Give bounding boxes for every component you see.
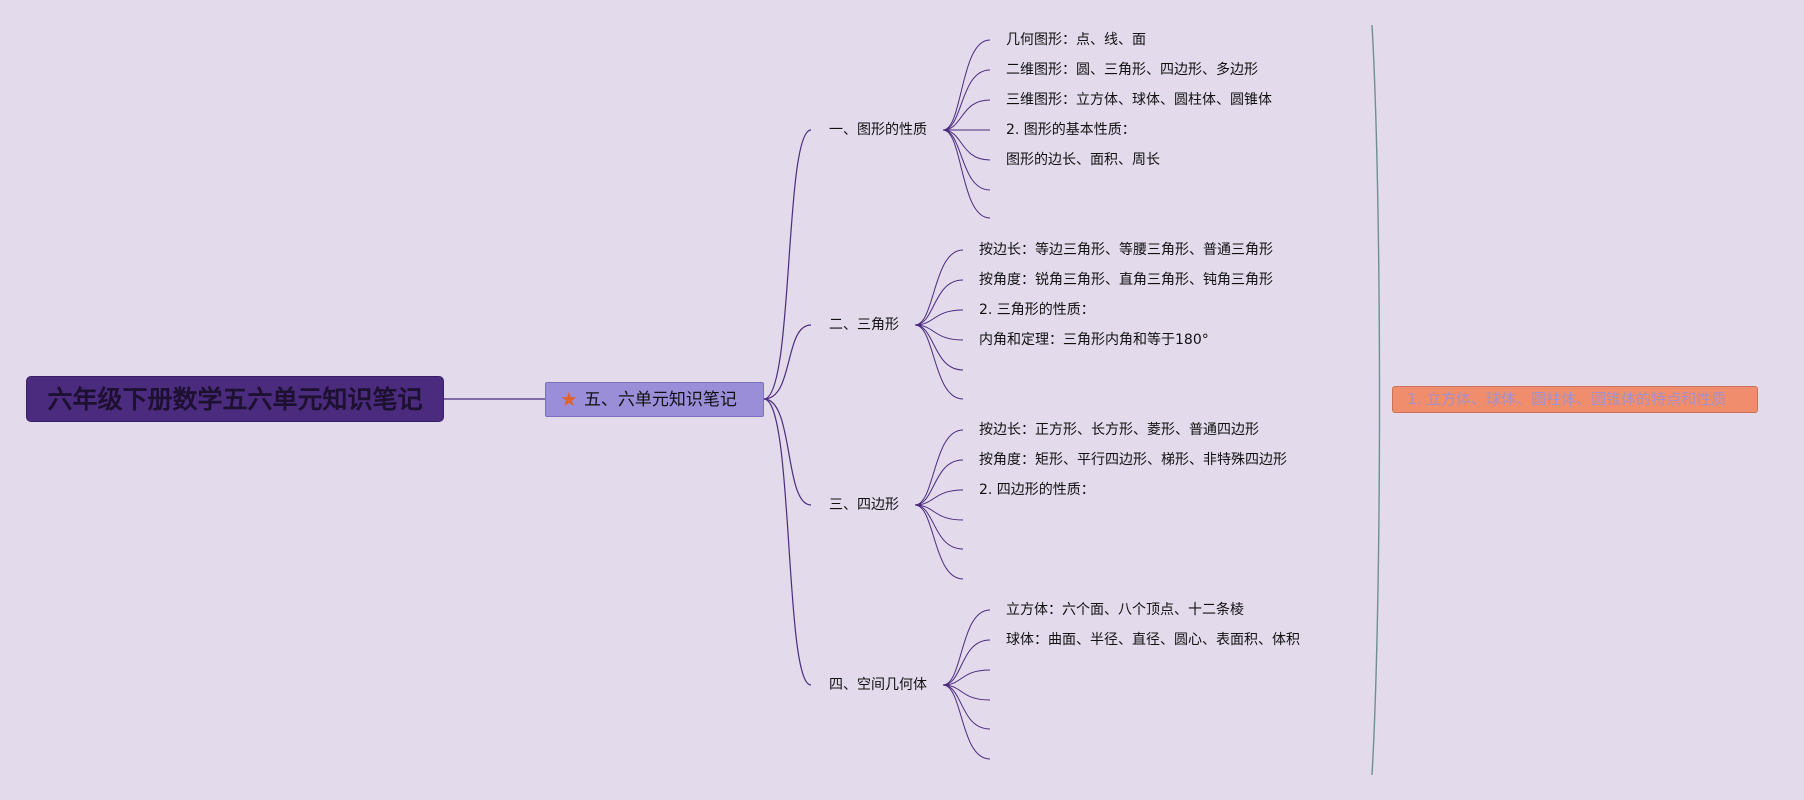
branch-4-leaf-1[interactable]: 立方体：六个面、八个顶点、十二条棱	[1006, 602, 1244, 618]
branch-4-leaf-link-2	[942, 639, 991, 686]
branch-3-leaf-link-4	[914, 504, 964, 521]
star-icon: ★	[560, 387, 578, 411]
branch-4-leaf-link-1	[942, 609, 991, 686]
unit-to-branch-link-2	[763, 324, 812, 400]
callout-topic-label: 1. 立方体、球体、圆柱体、圆锥体的特点和性质	[1407, 390, 1727, 408]
callout-topic[interactable]: 1. 立方体、球体、圆柱体、圆锥体的特点和性质	[1392, 386, 1758, 413]
branch-2-leaf-link-3	[914, 309, 964, 326]
unit-to-branch-link-3	[763, 398, 812, 506]
branch-2-leaf-2[interactable]: 按角度：锐角三角形、直角三角形、钝角三角形	[979, 272, 1273, 288]
branch-1-leaf-link-1	[942, 39, 991, 131]
branch-topic-1[interactable]: 一、图形的性质	[829, 122, 927, 138]
branch-1-leaf-4[interactable]: 2. 图形的基本性质：	[1006, 122, 1136, 138]
branch-3-leaf-link-6	[914, 504, 964, 580]
branch-2-leaf-4[interactable]: 内角和定理：三角形内角和等于180°	[979, 332, 1209, 348]
branch-2-leaf-link-6	[914, 324, 964, 400]
branch-3-leaf-link-5	[914, 504, 964, 550]
branch-3-leaf-link-1	[914, 429, 964, 506]
branch-3-leaf-1[interactable]: 按边长：正方形、长方形、菱形、普通四边形	[979, 422, 1259, 438]
branch-4-leaf-link-4	[942, 684, 991, 701]
branch-1-leaf-2[interactable]: 二维图形：圆、三角形、四边形、多边形	[1006, 62, 1258, 78]
summary-bracket	[1371, 24, 1381, 776]
branch-1-leaf-link-2	[942, 69, 991, 131]
branch-2-leaf-link-5	[914, 324, 964, 371]
branch-1-leaf-5[interactable]: 图形的边长、面积、周长	[1006, 152, 1160, 168]
branch-4-leaf-link-6	[942, 684, 991, 760]
branch-1-leaf-3[interactable]: 三维图形：立方体、球体、圆柱体、圆锥体	[1006, 92, 1272, 108]
root-topic-label: 六年级下册数学五六单元知识笔记	[47, 385, 423, 414]
branch-3-leaf-3[interactable]: 2. 四边形的性质：	[979, 482, 1095, 498]
branch-topic-3[interactable]: 三、四边形	[829, 497, 899, 513]
branch-topic-2[interactable]: 二、三角形	[829, 317, 899, 333]
branch-4-leaf-link-5	[942, 684, 991, 730]
branch-3-leaf-link-3	[914, 489, 964, 506]
branch-2-leaf-link-2	[914, 279, 964, 326]
unit-to-branch-link-1	[763, 129, 812, 400]
branch-1-leaf-1[interactable]: 几何图形：点、线、面	[1006, 32, 1146, 48]
branch-2-leaf-link-4	[914, 324, 964, 341]
branch-3-leaf-2[interactable]: 按角度：矩形、平行四边形、梯形、非特殊四边形	[979, 452, 1287, 468]
branch-1-leaf-link-7	[942, 129, 991, 219]
unit-to-branch-link-4	[763, 398, 812, 686]
branch-1-leaf-link-6	[942, 129, 991, 191]
branch-2-leaf-1[interactable]: 按边长：等边三角形、等腰三角形、普通三角形	[979, 242, 1273, 258]
branch-4-leaf-link-3	[942, 669, 991, 686]
branch-2-leaf-3[interactable]: 2. 三角形的性质：	[979, 302, 1095, 318]
unit-topic-label: 五、六单元知识笔记	[583, 390, 737, 410]
branch-4-leaf-2[interactable]: 球体：曲面、半径、直径、圆心、表面积、体积	[1006, 632, 1300, 648]
branch-2-leaf-link-1	[914, 249, 964, 326]
root-topic[interactable]: 六年级下册数学五六单元知识笔记	[26, 376, 444, 422]
branch-3-leaf-link-2	[914, 459, 964, 506]
branch-topic-4[interactable]: 四、空间几何体	[829, 677, 927, 693]
unit-topic[interactable]: ★五、六单元知识笔记	[545, 382, 764, 417]
branch-1-leaf-link-3	[942, 99, 991, 131]
